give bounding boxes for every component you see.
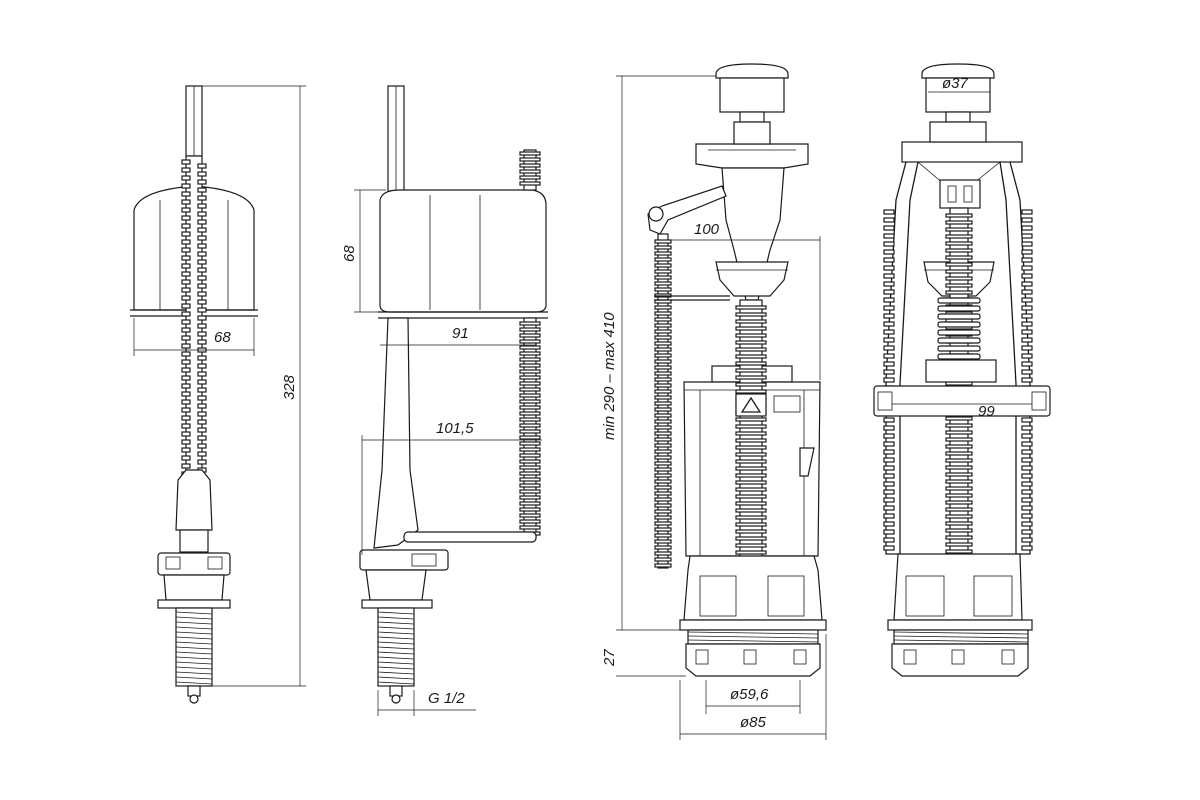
bellows (937, 297, 981, 360)
flush-valve-side-view: 100 min 290 – max 410 27 ø59,6 ø85 (601, 63, 827, 740)
dim-lever: 100 (694, 221, 720, 238)
dim-offset-101: 101,5 (436, 420, 474, 437)
dim-height-range: min 290 – max 410 (601, 312, 618, 440)
flush-spring (735, 305, 767, 569)
flush-valve-front-view: ø37 99 (873, 63, 1051, 677)
thread-front (175, 611, 213, 685)
lever-rod-teeth (654, 239, 672, 568)
dim-thread: G 1/2 (428, 690, 465, 707)
fill-valve-side-view: 68 91 101,5 G 1/2 (341, 85, 548, 716)
fill-valve-front-view: 68 328 (130, 85, 306, 704)
thread-side (377, 611, 415, 685)
dim-frame-width: 99 (978, 403, 995, 420)
rack-teeth-front (181, 159, 207, 481)
dim-float-width: 68 (214, 329, 231, 346)
dim-overall-height: 328 (281, 374, 298, 400)
base-thread-front (893, 631, 1029, 643)
dim-base-height: 27 (601, 649, 618, 667)
dim-button-diameter: ø37 (942, 75, 969, 92)
dim-float-height: 68 (341, 245, 358, 262)
base-thread (687, 631, 819, 643)
dim-outer-diameter: ø85 (740, 714, 767, 731)
dim-inner-diameter: ø59,6 (730, 686, 769, 703)
dim-offset-91: 91 (452, 325, 469, 342)
rack-teeth-side (519, 151, 541, 536)
